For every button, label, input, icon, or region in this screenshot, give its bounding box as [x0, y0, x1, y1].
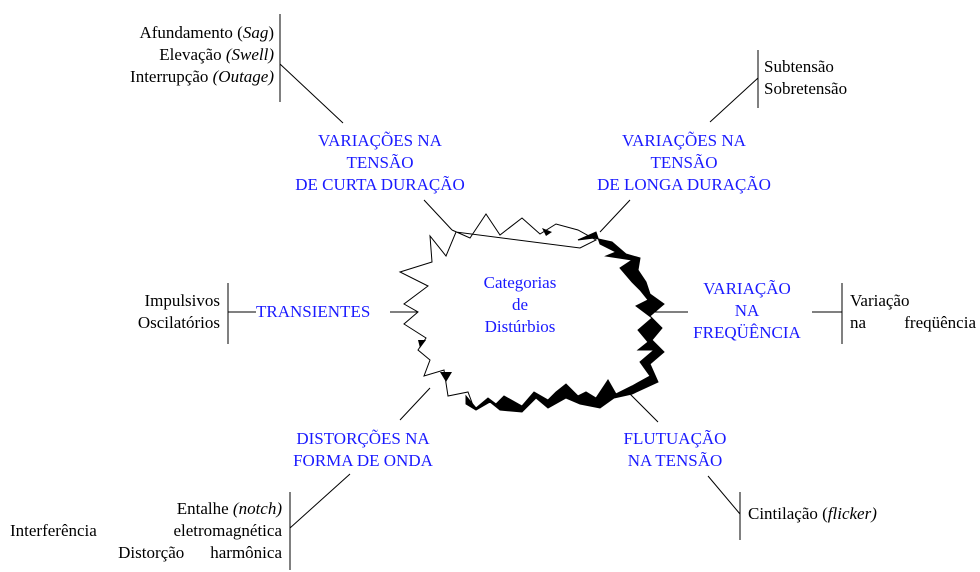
category-short-duration: VARIAÇÕES NA TENSÃO DE CURTA DURAÇÃO [262, 130, 498, 196]
item-impulsivos: Impulsivos [144, 291, 220, 310]
item-swell: Elevação (Swell) [40, 44, 274, 66]
category-frequency: VARIAÇÃO NA FREQÜÊNCIA [680, 278, 814, 344]
category-long-duration-line-1: VARIAÇÕES NA [622, 131, 746, 150]
item-na-frequencia: na freqüência [850, 312, 976, 334]
category-fluctuation-line-1: FLUTUAÇÃO [623, 429, 727, 448]
center-line-1: Categorias [483, 273, 557, 292]
item-na: na [850, 313, 867, 332]
jag-accent-3 [542, 228, 552, 236]
item-sag-tail: ) [268, 23, 274, 42]
category-frequency-line-3: FREQÜÊNCIA [693, 323, 801, 342]
category-waveform-line-1: DISTORÇÕES NA [296, 429, 430, 448]
item-sobretensao: Sobretensão [764, 79, 848, 98]
category-transients: TRANSIENTES [256, 302, 371, 321]
item-swell-text: Elevação [159, 45, 226, 64]
jag-accent-1 [418, 340, 426, 348]
item-outage-text: Interrupção [130, 67, 213, 86]
item-emi-b: eletromagnética [173, 521, 282, 540]
center-line-2: de [511, 295, 529, 314]
item-outage-em: (Outage) [212, 67, 274, 86]
connector-fluctuation [707, 475, 741, 515]
category-short-duration-line-2: TENSÃO [346, 153, 414, 172]
jag-accent-2 [440, 372, 452, 382]
jagged-outline-thick [465, 231, 665, 413]
connector-long-duration-inner [599, 199, 631, 233]
item-notch-em: (notch) [232, 499, 282, 518]
item-flicker: Cintilação (flicker) [748, 503, 877, 525]
item-emi: Interferência eletromagnética [10, 520, 282, 542]
center-line-3: Distúrbios [484, 317, 556, 336]
category-short-duration-line-1: VARIAÇÕES NA [318, 131, 442, 150]
item-emi-a: Interferência [10, 521, 97, 540]
item-notch-text: Entalhe [176, 499, 233, 518]
item-sag-text: Afundamento ( [139, 23, 243, 42]
category-fluctuation: FLUTUAÇÃO NA TENSÃO [600, 428, 750, 472]
center-title: Categorias de Distúrbios [460, 272, 580, 338]
item-harm-a: Distorção [118, 543, 185, 562]
items-frequency: Variação na freqüência [850, 290, 976, 334]
items-long-duration: Subtensão Sobretensão [764, 56, 847, 100]
category-frequency-line-2: NA [734, 301, 760, 320]
category-long-duration-line-2: TENSÃO [650, 153, 718, 172]
item-swell-em: (Swell) [225, 45, 274, 64]
item-sag-em: Sag [242, 23, 269, 42]
category-waveform-line-2: FORMA DE ONDA [293, 451, 433, 470]
category-short-duration-line-3: DE CURTA DURAÇÃO [295, 175, 465, 194]
item-harmonic: Distorção harmônica [10, 542, 282, 564]
category-fluctuation-line-2: NA TENSÃO [627, 451, 723, 470]
category-long-duration-line-3: DE LONGA DURAÇÃO [597, 175, 771, 194]
connector-long-duration [709, 77, 759, 123]
items-transients: Impulsivos Oscilatórios [100, 290, 220, 334]
item-variacao: Variação [850, 291, 910, 310]
items-waveform: Entalhe (notch) Interferência eletromagn… [10, 498, 282, 564]
item-notch: Entalhe (notch) [10, 498, 282, 520]
item-flicker-em: flicker) [827, 504, 877, 523]
item-oscilatorios: Oscilatórios [137, 313, 220, 332]
item-flicker-text: Cintilação ( [748, 504, 828, 523]
item-harm-b: harmônica [210, 543, 282, 562]
connector-short-duration-inner [423, 199, 453, 231]
connector-fluctuation-inner [627, 391, 659, 423]
category-waveform: DISTORÇÕES NA FORMA DE ONDA [268, 428, 458, 472]
item-sag: Afundamento (Sag) [40, 22, 274, 44]
category-frequency-line-1: VARIAÇÃO [703, 279, 791, 298]
item-subtensao: Subtensão [764, 57, 834, 76]
connector-waveform-inner [399, 387, 431, 421]
items-short-duration: Afundamento (Sag) Elevação (Swell) Inter… [40, 22, 274, 88]
item-outage: Interrupção (Outage) [40, 66, 274, 88]
connector-short-duration [279, 63, 344, 124]
connector-waveform [289, 473, 351, 529]
category-long-duration: VARIAÇÕES NA TENSÃO DE LONGA DURAÇÃO [566, 130, 802, 196]
jagged-outline-thin [398, 213, 598, 409]
item-frequencia: freqüência [904, 313, 976, 332]
